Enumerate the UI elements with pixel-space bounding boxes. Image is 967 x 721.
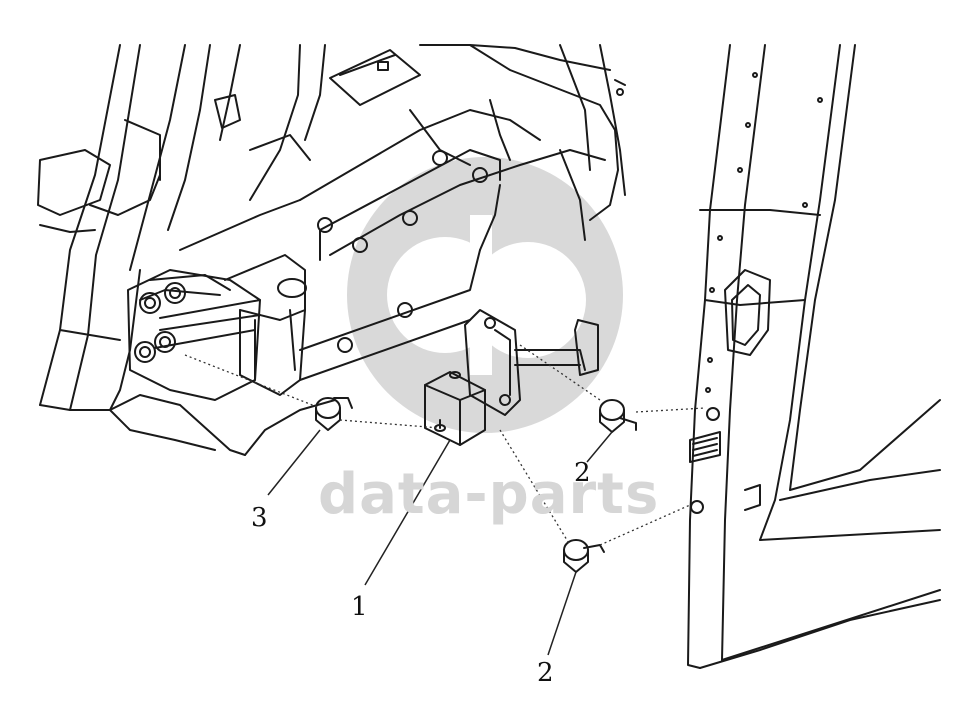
part-2-upper-bolt	[599, 399, 637, 433]
callout-3: 3	[251, 503, 268, 533]
callout-2-lower: 2	[537, 658, 554, 688]
door-panel	[317, 149, 501, 353]
part-1-door-check	[424, 309, 599, 446]
part-3-bolt	[315, 397, 353, 431]
watermark-logo	[347, 157, 623, 433]
callout-2-upper: 2	[574, 458, 591, 488]
part-2-lower-bolt	[563, 539, 605, 573]
assembly-lines	[184, 344, 706, 546]
body-pillar	[37, 44, 626, 456]
door-inner-panel	[687, 44, 941, 669]
leader-lines	[267, 429, 613, 656]
door-hinge	[127, 249, 481, 401]
watermark-text: data-parts	[318, 462, 660, 527]
callout-1: 1	[351, 592, 368, 622]
